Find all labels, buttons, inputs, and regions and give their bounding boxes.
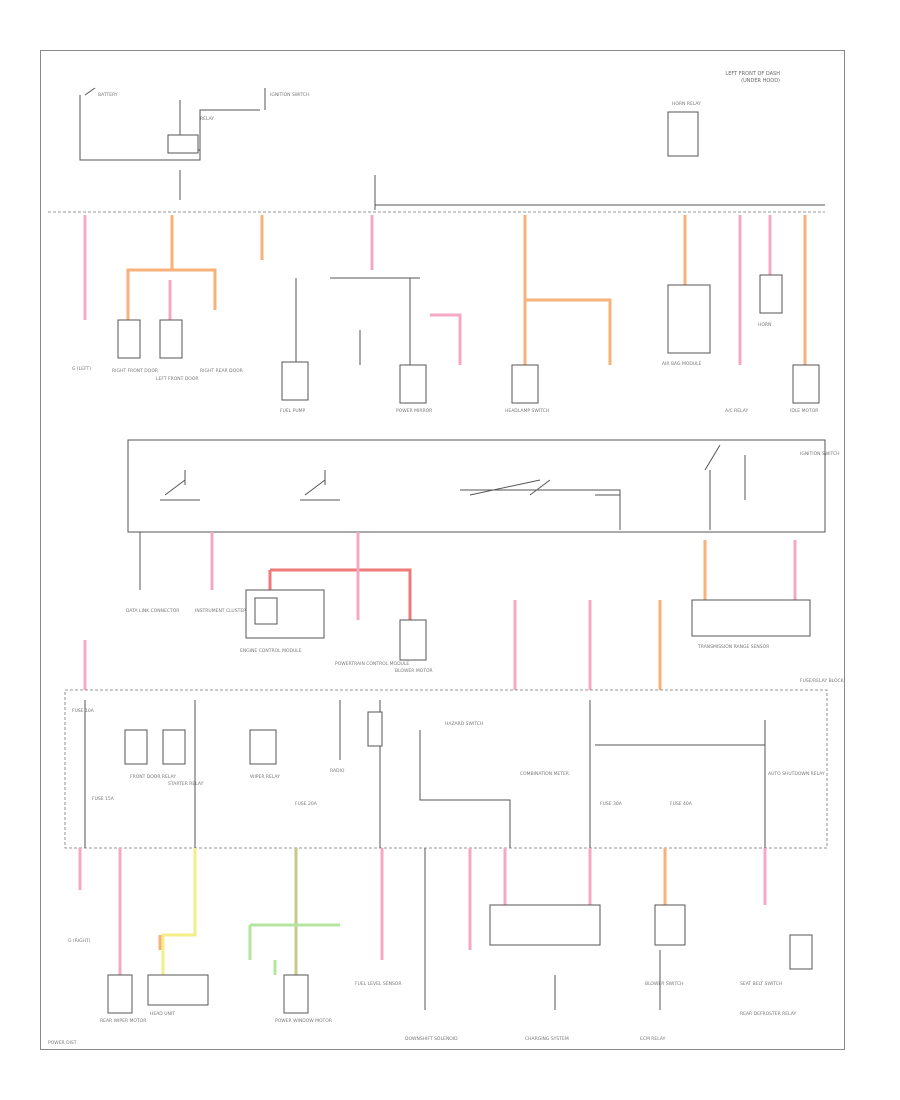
wire-r4-3 [161,848,197,975]
wire-r1-2 [126,215,174,320]
label-idle-motor: IDLE MOTOR [790,408,818,414]
head-unit [147,974,209,1006]
wire-r1-7 [295,277,420,365]
horn-relay [667,111,699,157]
label-fuel-pump: FUEL PUMP [280,408,306,414]
front-door-relay [124,729,148,765]
label-fuse-4: FUSE 30A [600,801,623,807]
label-pcm: POWERTRAIN CONTROL MODULE [335,661,409,667]
label-starter-relay: STARTER RELAY [168,781,204,787]
label-trs: TRANSMISSION RANGE SENSOR [697,644,769,650]
ign-switch-2 [300,470,340,501]
fuse-relay-block [64,689,828,849]
label-fuel-level: FUEL LEVEL SENSOR [355,981,401,987]
horn-relay-label: HORN RELAY [672,101,701,107]
pcm-module [399,619,427,661]
label-fuse-5: FUSE 40A [670,801,693,807]
ignition-switch-top-label: IGNITION SWITCH [270,92,310,98]
starter-relay [162,729,186,765]
wire-r4-ground [424,848,661,1010]
right-front-door-module [117,319,141,359]
ign-switch-3 [460,479,621,530]
ign-switch-4 [704,444,746,530]
label-air-bag: AIR BAG MODULE [662,361,702,367]
main-relay [167,134,199,154]
label-power-window: POWER WINDOW MOTOR [275,1018,332,1024]
label-fuse-1: FUSE 10A [72,708,95,714]
label-charging: CHARGING SYSTEM [525,1036,569,1042]
label-blower: BLOWER MOTOR [395,668,433,674]
label-headlamp-switch: HEADLAMP SWITCH [505,408,549,414]
air-bag-module [667,284,711,354]
wire-r2-3 [270,568,412,620]
wire-r4-6 [248,923,340,960]
power-window-motor [283,974,309,1014]
label-asd-relay: AUTO SHUTDOWN RELAY [768,771,825,777]
header-label-2: (UNDER HOOD) [741,78,780,84]
label-cluster: INSTRUMENT CLUSTER [195,608,246,614]
idle-motor-module [792,364,820,404]
rear-wiper-motor [107,974,133,1014]
label-rf-door: RIGHT FRONT DOOR [112,368,158,374]
ignition-box-label: IGNITION SWITCH [800,451,840,457]
ignition-switch-box [127,439,826,533]
label-ac-relay: A/C RELAY [725,408,748,414]
label-lf-door: LEFT FRONT DOOR [156,376,199,382]
label-dlc: DATA LINK CONNECTOR [126,608,179,614]
power-mirror-module [399,364,427,404]
label-blower-switch: BLOWER SWITCH [645,981,683,987]
label-downshift: DOWNSHIFT SOLENOID [405,1036,458,1042]
ign-switch-1 [160,470,200,501]
wiper-relay [249,729,277,765]
top-bus-wire [79,87,266,161]
label-ecm: ENGINE CONTROL MODULE [240,648,302,654]
wire-r1-3 [172,268,217,310]
fuse-block-label: FUSE/RELAY BLOCK [800,678,845,684]
label-rear-defroster: REAR DEFROSTER RELAY [740,1011,796,1017]
combination-meter-box [691,599,811,637]
horn-module [759,274,783,314]
label-wiper-relay: WIPER RELAY [250,774,280,780]
radio-relay [367,711,383,747]
diagram-frame [40,50,845,1050]
label-head-unit: HEAD UNIT [150,1011,175,1017]
rear-defroster-relay [789,934,813,970]
label-seat-belt: SEAT BELT SWITCH [740,981,782,987]
label-radio: RADIO [330,768,345,774]
wire-r1-8 [430,313,462,365]
label-ecm-relay: ECM RELAY [640,1036,666,1042]
headlamp-switch-module [511,364,539,404]
ecm-relay [654,904,686,946]
label-combination-meter: COMBINATION METER [520,771,569,777]
charging-system-box [489,904,601,946]
fuel-pump-module [281,361,309,401]
label-g-right: G (RIGHT) [68,938,91,944]
battery-label: BATTERY [98,92,118,98]
label-rear-wiper: REAR WIPER MOTOR [100,1018,146,1024]
label-g-left: G (LEFT) [72,366,91,372]
label-rr-door: RIGHT REAR DOOR [200,368,243,374]
footer-code: POWER DIST [48,1040,77,1046]
relay-top-label: RELAY [200,116,214,122]
label-fuse-3: FUSE 20A [295,801,318,807]
label-fuse-2: FUSE 15A [92,796,115,802]
fuse-block-internal [84,700,766,848]
label-front-door-relay: FRONT DOOR RELAY [130,774,176,780]
left-front-door-module [159,319,183,359]
label-hazard: HAZARD SWITCH [445,721,483,727]
header-label-1: LEFT FRONT OF DASH [725,71,780,77]
ecm-inner [254,597,278,625]
wire-r1-10 [525,298,612,365]
label-power-mirror: POWER MIRROR [396,408,432,414]
label-horn: HORN [758,322,771,328]
